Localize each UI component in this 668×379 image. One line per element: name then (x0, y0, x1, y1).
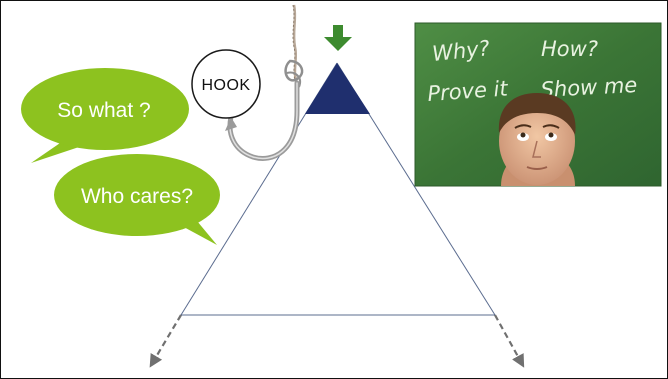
chalk-word-how: How? (541, 37, 598, 61)
chalk-word-prove: Prove it (427, 76, 509, 106)
pyramid-tip (305, 63, 370, 114)
so-what-text: So what ? (57, 99, 150, 122)
chalk-word-why: Why? (431, 36, 491, 66)
speech-bubble-so-what: So what ? (21, 68, 189, 163)
pyramid (180, 62, 496, 316)
down-arrow-icon (324, 25, 352, 51)
fishing-hook-icon (225, 4, 304, 161)
hook-tag: HOOK (191, 49, 261, 119)
who-cares-text: Who cares? (81, 185, 193, 208)
chalkboard-photo: Why? How? Prove it Show me (414, 22, 662, 187)
speech-bubble-who-cares: Who cares? (54, 154, 220, 245)
dashed-arrow-right (494, 314, 525, 368)
man-looking-up (498, 93, 576, 186)
hook-label: HOOK (201, 77, 250, 94)
dashed-arrow-left (149, 314, 182, 368)
